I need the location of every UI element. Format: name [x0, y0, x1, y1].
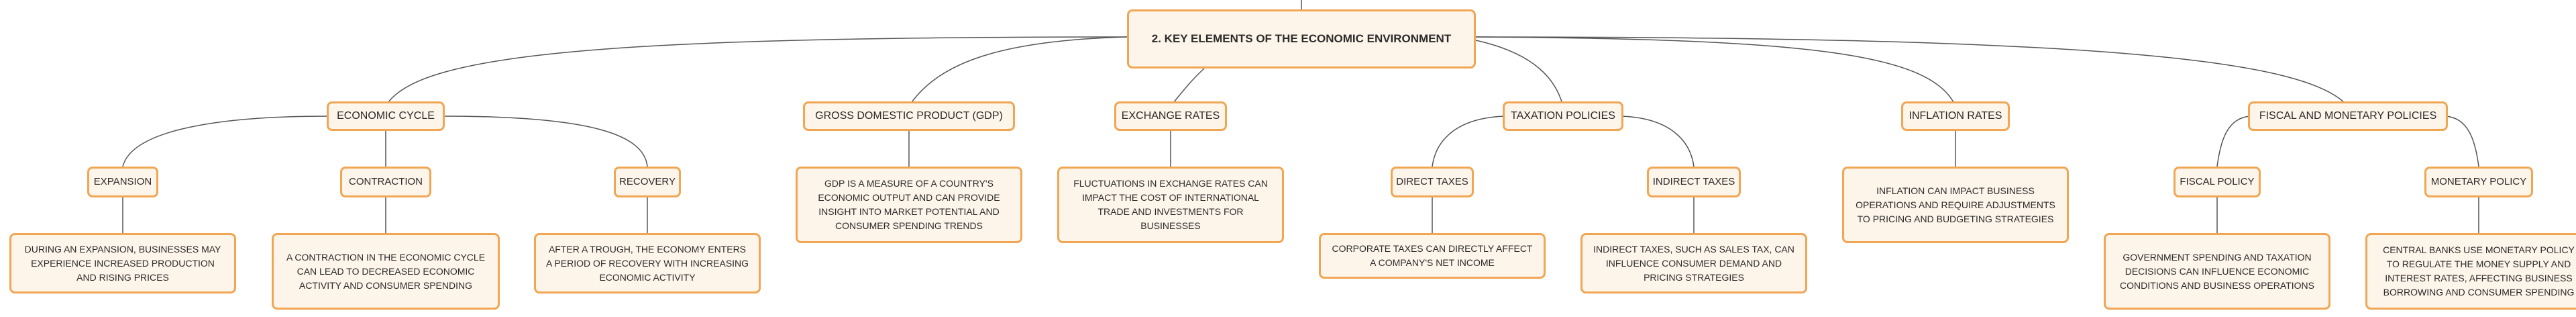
note-inflation-rates[interactable]: INFLATION CAN IMPACT BUSINESS OPERATIONS…: [1842, 167, 2069, 243]
topic-inflation-rates[interactable]: INFLATION RATES: [1901, 101, 2010, 131]
edge-taxation-direct: [1432, 116, 1507, 167]
edge-fiscal-monetary-fiscal: [2216, 116, 2251, 167]
subtopic-indirect-taxes[interactable]: INDIRECT TAXES: [1647, 167, 1741, 197]
edge-fiscal-monetary-monetary: [2445, 116, 2479, 167]
note-fiscal-policy[interactable]: GOVERNMENT SPENDING AND TAXATION DECISIO…: [2104, 233, 2330, 310]
note-direct-taxes[interactable]: CORPORATE TAXES CAN DIRECTLY AFFECT A CO…: [1319, 233, 1546, 279]
note-gdp[interactable]: GDP IS A MEASURE OF A COUNTRY'S ECONOMIC…: [796, 167, 1022, 243]
topic-fiscal-monetary-policies[interactable]: FISCAL AND MONETARY POLICIES: [2248, 101, 2448, 131]
edge-root-inflation: [1475, 36, 1956, 107]
subtopic-fiscal-policy[interactable]: FISCAL POLICY: [2174, 167, 2261, 197]
topic-gdp[interactable]: GROSS DOMESTIC PRODUCT (GDP): [803, 101, 1015, 131]
edge-root-taxation: [1475, 40, 1564, 107]
edge-economic-cycle-expansion: [122, 116, 327, 167]
edge-root-economic-cycle: [385, 36, 1128, 107]
subtopic-direct-taxes[interactable]: DIRECT TAXES: [1391, 167, 1474, 197]
edge-root-fiscal-monetary: [1475, 36, 2349, 107]
root-node[interactable]: 2. KEY ELEMENTS OF THE ECONOMIC ENVIRONM…: [1127, 9, 1476, 69]
subtopic-recovery[interactable]: RECOVERY: [614, 167, 681, 197]
topic-exchange-rates[interactable]: EXCHANGE RATES: [1114, 101, 1227, 131]
note-expansion[interactable]: DURING AN EXPANSION, BUSINESSES MAY EXPE…: [9, 233, 236, 293]
topic-taxation-policies[interactable]: TAXATION POLICIES: [1503, 101, 1623, 131]
subtopic-monetary-policy[interactable]: MONETARY POLICY: [2424, 167, 2533, 197]
subtopic-contraction[interactable]: CONTRACTION: [340, 167, 431, 197]
note-exchange-rates[interactable]: FLUCTUATIONS IN EXCHANGE RATES CAN IMPAC…: [1057, 167, 1284, 243]
note-contraction[interactable]: A CONTRACTION IN THE ECONOMIC CYCLE CAN …: [272, 233, 500, 310]
note-recovery[interactable]: AFTER A TROUGH, THE ECONOMY ENTERS A PER…: [534, 233, 761, 293]
edge-taxation-indirect: [1619, 116, 1695, 167]
note-monetary-policy[interactable]: CENTRAL BANKS USE MONETARY POLICY TO REG…: [2365, 233, 2576, 310]
note-indirect-taxes[interactable]: INDIRECT TAXES, SUCH AS SALES TAX, CAN I…: [1580, 233, 1807, 293]
subtopic-expansion[interactable]: EXPANSION: [87, 167, 158, 197]
edge-root-gdp: [908, 36, 1128, 107]
edge-root-exchange-rates: [1170, 68, 1205, 107]
topic-economic-cycle[interactable]: ECONOMIC CYCLE: [327, 101, 445, 131]
edge-economic-cycle-recovery: [444, 116, 648, 167]
